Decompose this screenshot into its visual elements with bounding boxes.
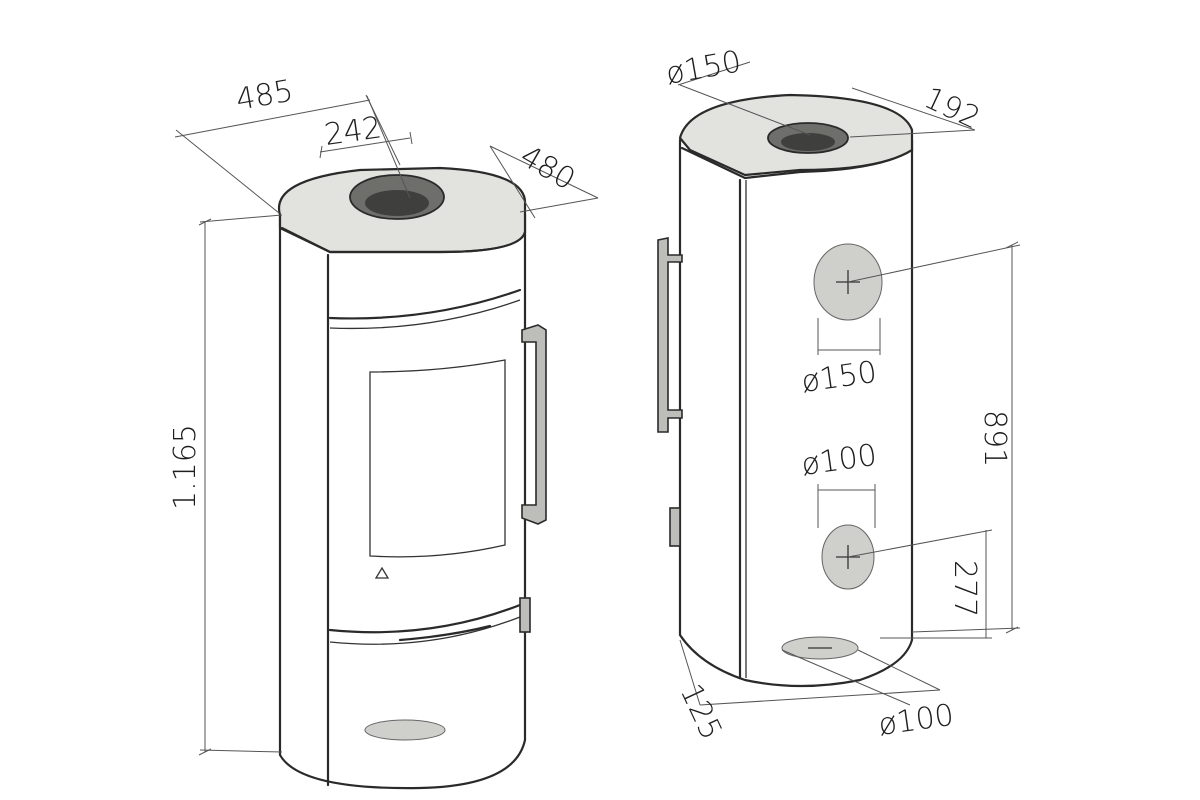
front-upper-band [328,288,522,320]
side-flue-top-offset-label: 192 [919,81,986,137]
side-top-edge [680,146,914,180]
front-logo-icon [374,566,390,579]
side-view: ø150 192 ø150 891 ø100 277 125 ø100 [657,44,1021,746]
front-width-label: 485 [233,73,295,117]
front-top-edge [280,226,527,254]
front-flue-offset-label: 242 [322,110,384,153]
front-ash-lip [398,624,492,642]
front-air-grille [364,719,446,741]
front-depth-label: 480 [514,139,581,198]
side-door-handle [657,237,683,433]
front-view: 485 242 480 1.165 [168,73,599,790]
front-door-handle [521,324,547,525]
front-control-knob [519,597,531,633]
side-control-knob [669,507,681,547]
front-upper-band-2 [329,299,521,330]
side-flue-inner [781,133,835,151]
front-height-label: 1.165 [168,424,203,510]
side-bottom-intake-diameter-label: ø100 [876,698,956,743]
front-flue-inner [365,190,429,216]
side-rear-flue-height-label: 891 [977,410,1012,467]
side-rear-flue-diameter-label: ø150 [799,355,879,400]
front-door-window [369,359,506,558]
side-bottom-intake-offset-label: 125 [673,679,729,746]
side-flue-top-diameter-label: ø150 [663,44,744,92]
front-lower-band [328,603,522,634]
side-air-intake-diameter-label: ø100 [799,438,879,483]
side-dimensions [677,61,1021,706]
side-stove-body [678,138,914,688]
side-air-intake-height-label: 277 [947,560,982,617]
front-dimensions [174,94,599,756]
front-stove-body [278,213,527,790]
front-lower-band-2 [329,616,521,645]
